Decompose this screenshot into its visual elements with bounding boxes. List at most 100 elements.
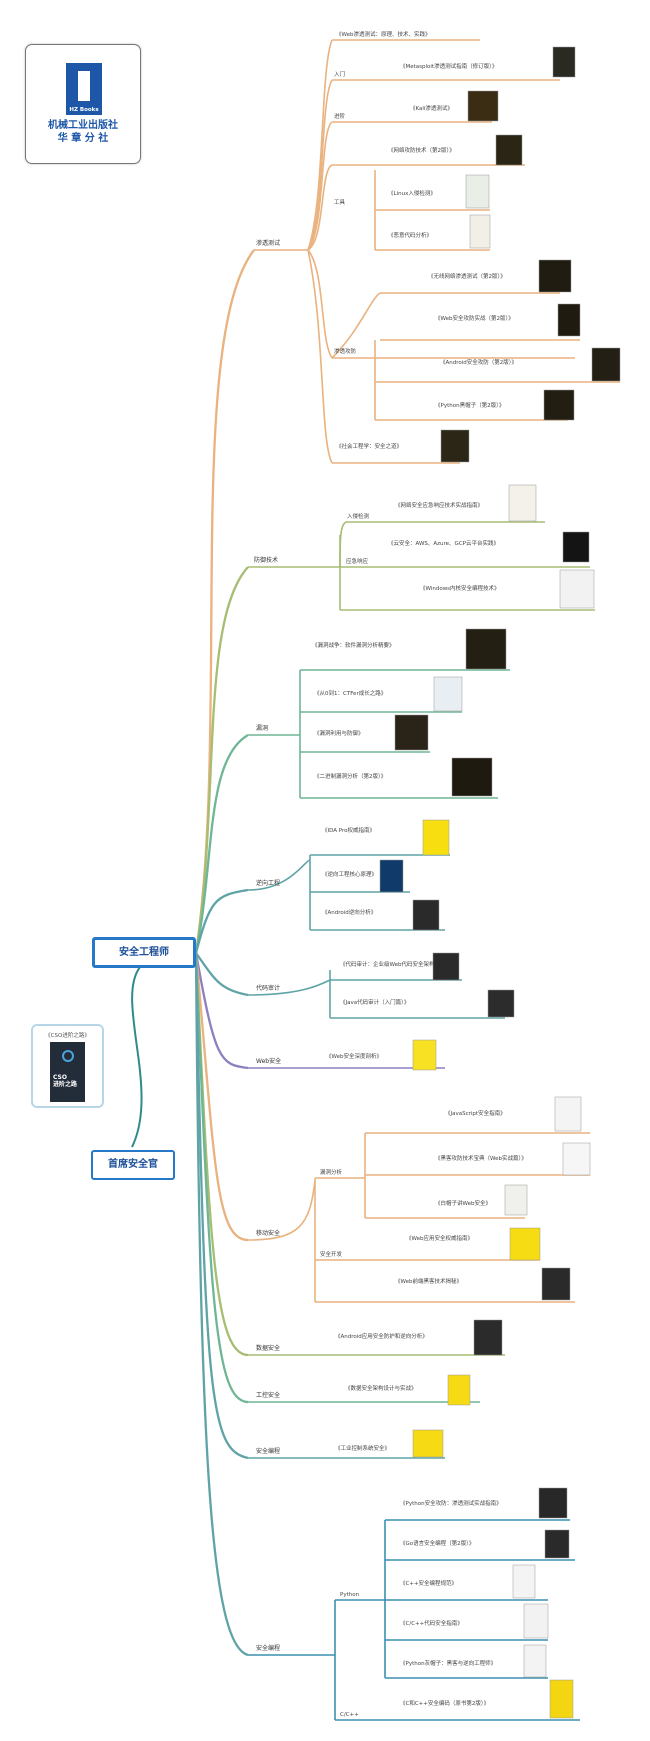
book-label: 《从0到1：CTFer成长之路》 xyxy=(314,689,386,697)
sub-s3: 工具 xyxy=(334,199,346,206)
book-label: 《IDA Pro权威指南》 xyxy=(322,826,375,834)
book-cover-icon xyxy=(467,90,499,122)
book-cover-icon xyxy=(559,569,595,609)
cat-c5: 代码审计 xyxy=(256,984,280,992)
book-cover-icon xyxy=(440,429,470,463)
book-cover-icon xyxy=(509,1227,541,1261)
book-label: 《C/C++代码安全指南》 xyxy=(400,1619,463,1627)
cat-c9: 工控安全 xyxy=(256,1391,280,1399)
edge-c2 xyxy=(194,566,249,954)
edge-c9 xyxy=(194,952,249,1404)
book-label: 《数据安全架构设计与实战》 xyxy=(345,1384,417,1392)
book-cover-icon xyxy=(549,1679,574,1719)
book-label: 《工业控制系统安全》 xyxy=(335,1444,390,1452)
book-label: 《Python灰帽子：黑客与逆向工程师》 xyxy=(400,1659,496,1667)
book-cover-icon xyxy=(473,1319,503,1356)
book-label: 《Web前端黑客技术揭秘》 xyxy=(395,1277,462,1285)
edge-c3 xyxy=(194,734,249,954)
book-cover-icon xyxy=(412,1039,437,1071)
book-label: 《Android安全攻防（第2版）》 xyxy=(440,358,517,366)
book-cover-image: CSO 进阶之路 xyxy=(50,1042,85,1102)
book-label: 《JavaScript安全指南》 xyxy=(445,1109,506,1117)
cat-c4: 逆向工程 xyxy=(256,879,280,887)
book-label: 《Android应用安全防护和逆向分析》 xyxy=(335,1332,428,1340)
book-cover-icon xyxy=(538,1487,568,1519)
sub-s10: C/C++ xyxy=(340,1712,359,1718)
cat-c6: Web安全 xyxy=(256,1057,281,1065)
book-cover-icon xyxy=(523,1603,549,1639)
sub-s1: 入门 xyxy=(334,70,345,78)
hub-cso[interactable]: 首席安全官 xyxy=(91,1150,175,1180)
book-label: 《Web渗透测试：原理、技术、实践》 xyxy=(336,30,431,38)
book-cover-icon xyxy=(591,347,621,382)
cat-c7: 移动安全 xyxy=(256,1229,280,1237)
book-cover-icon xyxy=(451,757,493,797)
book-label: 《Python安全攻防：渗透测试实战指南》 xyxy=(400,1499,502,1507)
sub-s5: 入侵检测 xyxy=(347,512,370,520)
cat-c10: 安全编程 xyxy=(256,1447,280,1455)
publisher-logo: HZ Books 机械工业出版社 华 章 分 社 xyxy=(25,44,141,164)
book-label: 《网络安全应急响应技术实战指南》 xyxy=(395,501,483,509)
sub-s9: Python xyxy=(340,1592,360,1598)
book-cover-icon xyxy=(465,628,507,670)
edge-c4 xyxy=(194,888,249,954)
edge-c6 xyxy=(194,952,249,1070)
book-label: 《社会工程学：安全之道》 xyxy=(336,442,402,450)
book-label: 《Android逆向分析》 xyxy=(322,908,376,916)
book-cover-title: CSO 进阶之路 xyxy=(53,1074,78,1088)
book-caption: 《CSO进阶之路》 xyxy=(45,1033,90,1039)
book-cover-icon xyxy=(541,1267,571,1301)
sub-s7: 漏洞分析 xyxy=(320,1168,343,1176)
book-label: 《白帽子讲Web安全》 xyxy=(435,1199,491,1207)
book-label: 《Metasploit渗透测试指南（修订版）》 xyxy=(400,62,497,70)
edge-hubs xyxy=(131,966,143,1148)
hz-books-logo-icon: HZ Books xyxy=(66,63,102,115)
book-label: 《漏洞利用与防御》 xyxy=(314,729,364,737)
book-cover-icon xyxy=(379,859,404,893)
book-label: 《C++安全编程规范》 xyxy=(400,1579,457,1587)
book-label: 《云安全：AWS、Azure、GCP云平台实践》 xyxy=(388,539,499,547)
book-label: 《Java代码审计（入门篇）》 xyxy=(340,998,409,1006)
book-cover-icon xyxy=(554,1096,582,1132)
edge-c10 xyxy=(194,952,249,1657)
book-label: 《Web安全深度剖析》 xyxy=(326,1052,382,1060)
book-cover-icon xyxy=(422,819,450,856)
book-cover-icon xyxy=(469,214,491,249)
book-cover-icon xyxy=(465,174,490,209)
sub-s8: 安全开发 xyxy=(320,1250,343,1258)
book-label: 《逆向工程核心原理》 xyxy=(322,870,377,878)
book-label: 《无线网络渗透测试（第2版）》 xyxy=(428,272,506,280)
book-cover-icon xyxy=(523,1644,547,1678)
cat-c10-b: 安全编程 xyxy=(256,1644,280,1652)
book-label: 《Kali渗透测试》 xyxy=(410,104,453,112)
book-label: 《Go语言安全编程（第2版）》 xyxy=(400,1539,474,1547)
book-cover-icon xyxy=(557,303,581,337)
book-label: 《Linux入侵检测》 xyxy=(388,189,436,197)
book-label: 《Windows内核安全编程技术》 xyxy=(420,584,500,592)
book-label: 《Web安全攻防实战（第2版）》 xyxy=(435,314,514,322)
cat-c1: 渗透测试 xyxy=(256,239,280,247)
book-cover-icon xyxy=(562,1142,591,1176)
book-cover-icon xyxy=(447,1374,471,1406)
book-label: 《二进制漏洞分析（第2版）》 xyxy=(314,772,386,780)
book-label: 《Web应用安全权威指南》 xyxy=(406,1234,473,1242)
book-label: 《Python黑帽子（第2版）》 xyxy=(435,401,504,409)
cat-c2: 防御技术 xyxy=(254,556,278,564)
book-cover-icon xyxy=(487,989,515,1018)
book-cover-icon xyxy=(412,1429,444,1458)
book-label: 《网络攻防技术（第2版）》 xyxy=(388,146,455,154)
cat-c8: 数据安全 xyxy=(256,1344,280,1352)
book-cover-icon xyxy=(552,46,576,78)
book-label: 《漏洞战争：软件漏洞分析精要》 xyxy=(312,641,395,649)
sub-s2: 进阶 xyxy=(334,112,346,120)
sub-s6: 应急响应 xyxy=(346,557,369,565)
book-cover-icon xyxy=(394,714,429,751)
edge-c7 xyxy=(194,952,249,1242)
hub-security-engineer[interactable]: 安全工程师 xyxy=(92,937,196,968)
edge-c10a xyxy=(194,952,249,1460)
book-cover-icon xyxy=(432,952,460,981)
book-label: 《黑客攻防技术宝典（Web实战篇）》 xyxy=(435,1154,527,1162)
book-cover-icon xyxy=(538,259,572,293)
book-label: 《C和C++安全编码（原书第2版）》 xyxy=(400,1699,489,1707)
publisher-name: 机械工业出版社 华 章 分 社 xyxy=(48,120,118,144)
